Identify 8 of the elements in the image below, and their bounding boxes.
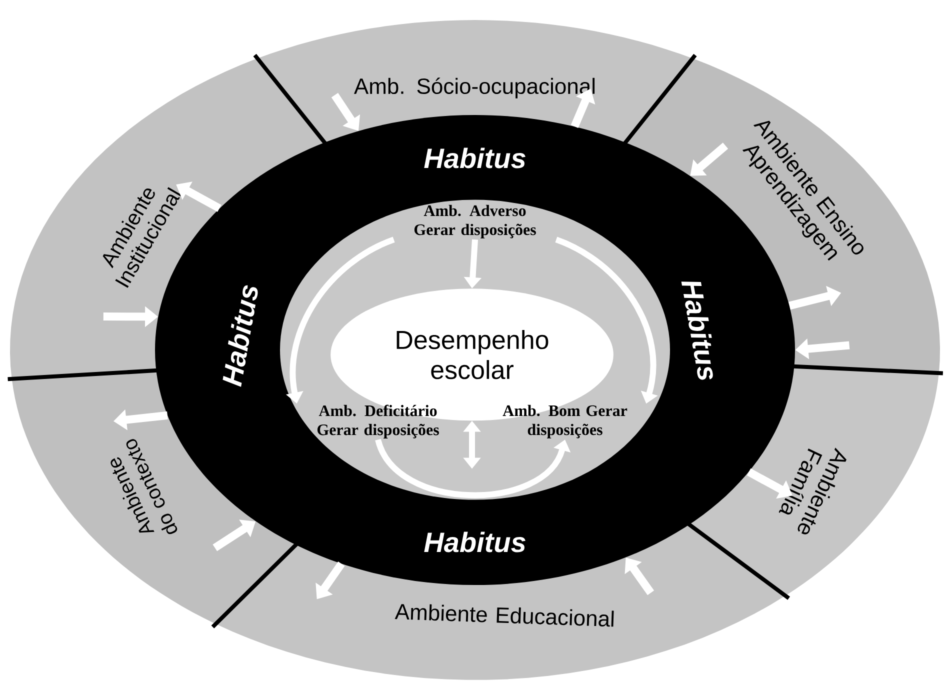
inner-label: Amb. Deficitário Gerar disposições (317, 404, 439, 438)
node-label: Ambiente Educacional (394, 604, 614, 627)
ring-label: Habitus (424, 532, 526, 552)
node-label: Amb. Sócio-ocupacional (354, 78, 595, 98)
sector-band: Amb. Sócio-ocupacional (256, 20, 694, 147)
inner-label: Amb. Adverso Gerar disposições (414, 204, 536, 238)
ring-label: Habitus (424, 148, 526, 168)
inner-label: Amb. Bom Gerar disposições (502, 404, 628, 438)
